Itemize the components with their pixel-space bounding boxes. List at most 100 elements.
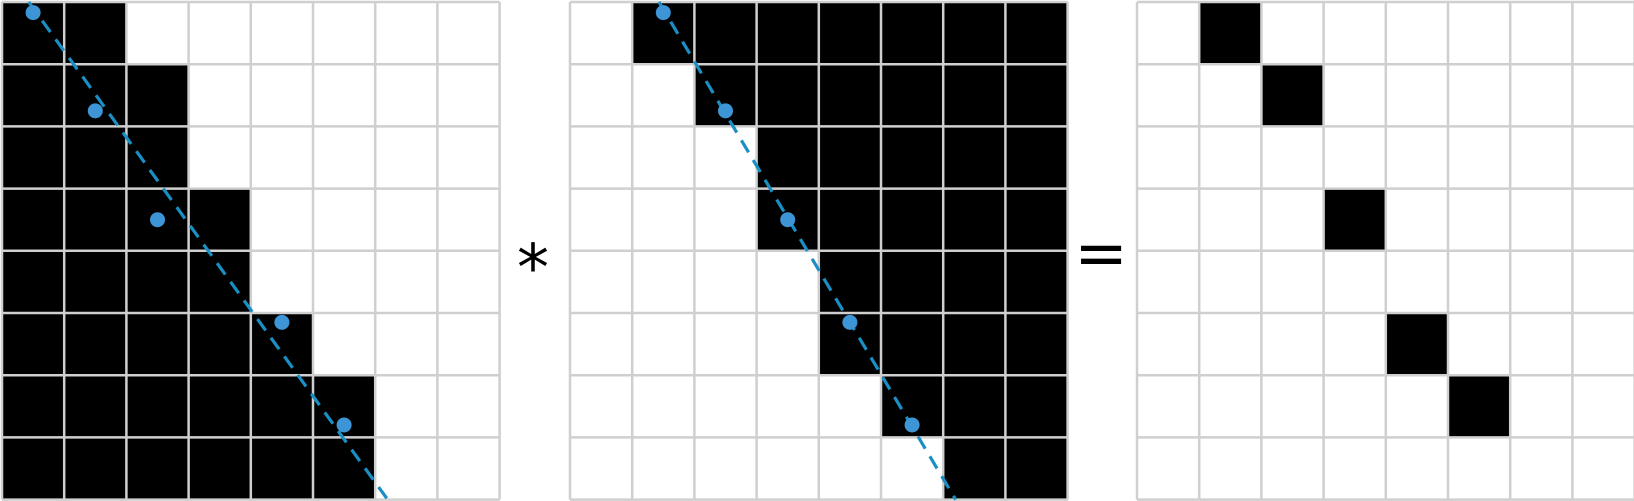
empty-cell-r3-c4	[1385, 188, 1448, 251]
empty-cell-r7-c6	[375, 437, 438, 500]
filled-cell-r6-c4	[250, 375, 313, 438]
empty-cell-r4-c0	[570, 250, 633, 313]
filled-cell-r0-c2	[694, 2, 757, 65]
empty-cell-r5-c6	[375, 313, 438, 376]
empty-cell-r1-c5	[1448, 64, 1511, 127]
empty-cell-r6-c3	[1323, 375, 1386, 438]
filled-cell-r7-c3	[188, 437, 251, 500]
empty-cell-r6-c1	[632, 375, 695, 438]
empty-cell-r7-c2	[694, 437, 757, 500]
empty-cell-r5-c1	[1199, 313, 1262, 376]
empty-cell-r4-c5	[313, 250, 376, 313]
filled-cell-r4-c4	[818, 250, 881, 313]
filled-cell-r1-c3	[756, 64, 819, 127]
filled-cell-r2-c6	[943, 126, 1006, 189]
empty-cell-r6-c4	[1385, 375, 1448, 438]
empty-cell-r1-c6	[375, 64, 438, 127]
filled-cell-r7-c7	[1005, 437, 1068, 500]
filled-cell-r5-c0	[2, 313, 65, 376]
filled-cell-r1-c6	[943, 64, 1006, 127]
empty-cell-r7-c6	[1510, 437, 1573, 500]
empty-cell-r6-c3	[756, 375, 819, 438]
multiply-operator: *	[517, 232, 549, 306]
empty-cell-r4-c5	[1448, 250, 1511, 313]
filled-cell-r2-c1	[64, 126, 127, 189]
filled-cell-r0-c6	[943, 2, 1006, 65]
filled-cell-r6-c2	[126, 375, 189, 438]
filled-cell-r6-c7	[1005, 375, 1068, 438]
empty-cell-r5-c6	[1510, 313, 1573, 376]
empty-cell-r1-c6	[1510, 64, 1573, 127]
filled-cell-r4-c7	[1005, 250, 1068, 313]
empty-cell-r3-c6	[375, 188, 438, 251]
empty-cell-r5-c2	[1261, 313, 1324, 376]
empty-cell-r2-c6	[1510, 126, 1573, 189]
empty-cell-r7-c0	[1137, 437, 1200, 500]
filled-cell-r0-c1	[64, 2, 127, 65]
filled-cell-r6-c6	[943, 375, 1006, 438]
filled-cell-r6-c0	[2, 375, 65, 438]
empty-cell-r1-c5	[313, 64, 376, 127]
empty-cell-r6-c7	[1572, 375, 1634, 438]
empty-cell-r4-c0	[1137, 250, 1200, 313]
empty-cell-r0-c3	[188, 2, 251, 65]
filled-cell-r7-c4	[250, 437, 313, 500]
empty-cell-r2-c0	[1137, 126, 1200, 189]
empty-cell-r6-c6	[375, 375, 438, 438]
empty-cell-r1-c3	[188, 64, 251, 127]
filled-cell-r2-c5	[881, 126, 944, 189]
dashed-diagonal-line	[657, 1, 958, 501]
empty-cell-r4-c3	[1323, 250, 1386, 313]
empty-cell-r7-c7	[1572, 437, 1634, 500]
filled-cell-r1-c7	[1005, 64, 1068, 127]
empty-cell-r3-c2	[1261, 188, 1324, 251]
empty-cell-r2-c1	[1199, 126, 1262, 189]
filled-cell-r5-c5	[881, 313, 944, 376]
empty-cell-r5-c0	[570, 313, 633, 376]
filled-cell-r7-c6	[943, 437, 1006, 500]
empty-cell-r7-c0	[570, 437, 633, 500]
empty-cell-r4-c1	[632, 250, 695, 313]
empty-cell-r4-c1	[1199, 250, 1262, 313]
empty-cell-r3-c1	[1199, 188, 1262, 251]
diagonal-dot-0	[25, 5, 41, 21]
empty-cell-r7-c1	[632, 437, 695, 500]
empty-cell-r4-c4	[250, 250, 313, 313]
diagonal-dot-3	[274, 314, 290, 330]
filled-cell-r5-c3	[188, 313, 251, 376]
filled-cell-r7-c0	[2, 437, 65, 500]
filled-cell-r5-c2	[126, 313, 189, 376]
empty-cell-r1-c4	[250, 64, 313, 127]
empty-cell-r5-c5	[313, 313, 376, 376]
empty-cell-r0-c0	[1137, 2, 1200, 65]
empty-cell-r0-c7	[1572, 2, 1634, 65]
filled-cell-r0-c5	[881, 2, 944, 65]
empty-cell-r0-c6	[375, 2, 438, 65]
empty-cell-r5-c1	[632, 313, 695, 376]
filled-cell-r0-c3	[756, 2, 819, 65]
empty-cell-r1-c3	[1323, 64, 1386, 127]
empty-cell-r4-c7	[437, 250, 500, 313]
filled-cell-r3-c3	[188, 188, 251, 251]
empty-cell-r7-c4	[818, 437, 881, 500]
filled-cell-r6-c5	[1448, 375, 1511, 438]
filled-cell-r3-c0	[2, 188, 65, 251]
left-matrix	[0, 0, 501, 501]
empty-cell-r3-c0	[570, 188, 633, 251]
filled-cell-r3-c4	[818, 188, 881, 251]
empty-cell-r0-c2	[1261, 2, 1324, 65]
empty-cell-r6-c4	[818, 375, 881, 438]
filled-cell-r2-c0	[2, 126, 65, 189]
diagonal-dot-2	[150, 212, 165, 228]
middle-matrix	[568, 0, 1069, 501]
filled-cell-r0-c7	[1005, 2, 1068, 65]
empty-cell-r7-c4	[1385, 437, 1448, 500]
empty-cell-r3-c2	[694, 188, 757, 251]
empty-cell-r7-c7	[437, 437, 500, 500]
empty-cell-r3-c1	[632, 188, 695, 251]
empty-cell-r3-c5	[313, 188, 376, 251]
filled-cell-r1-c2	[1261, 64, 1324, 127]
empty-cell-r1-c1	[1199, 64, 1262, 127]
empty-cell-r3-c6	[1510, 188, 1573, 251]
empty-cell-r7-c5	[881, 437, 944, 500]
